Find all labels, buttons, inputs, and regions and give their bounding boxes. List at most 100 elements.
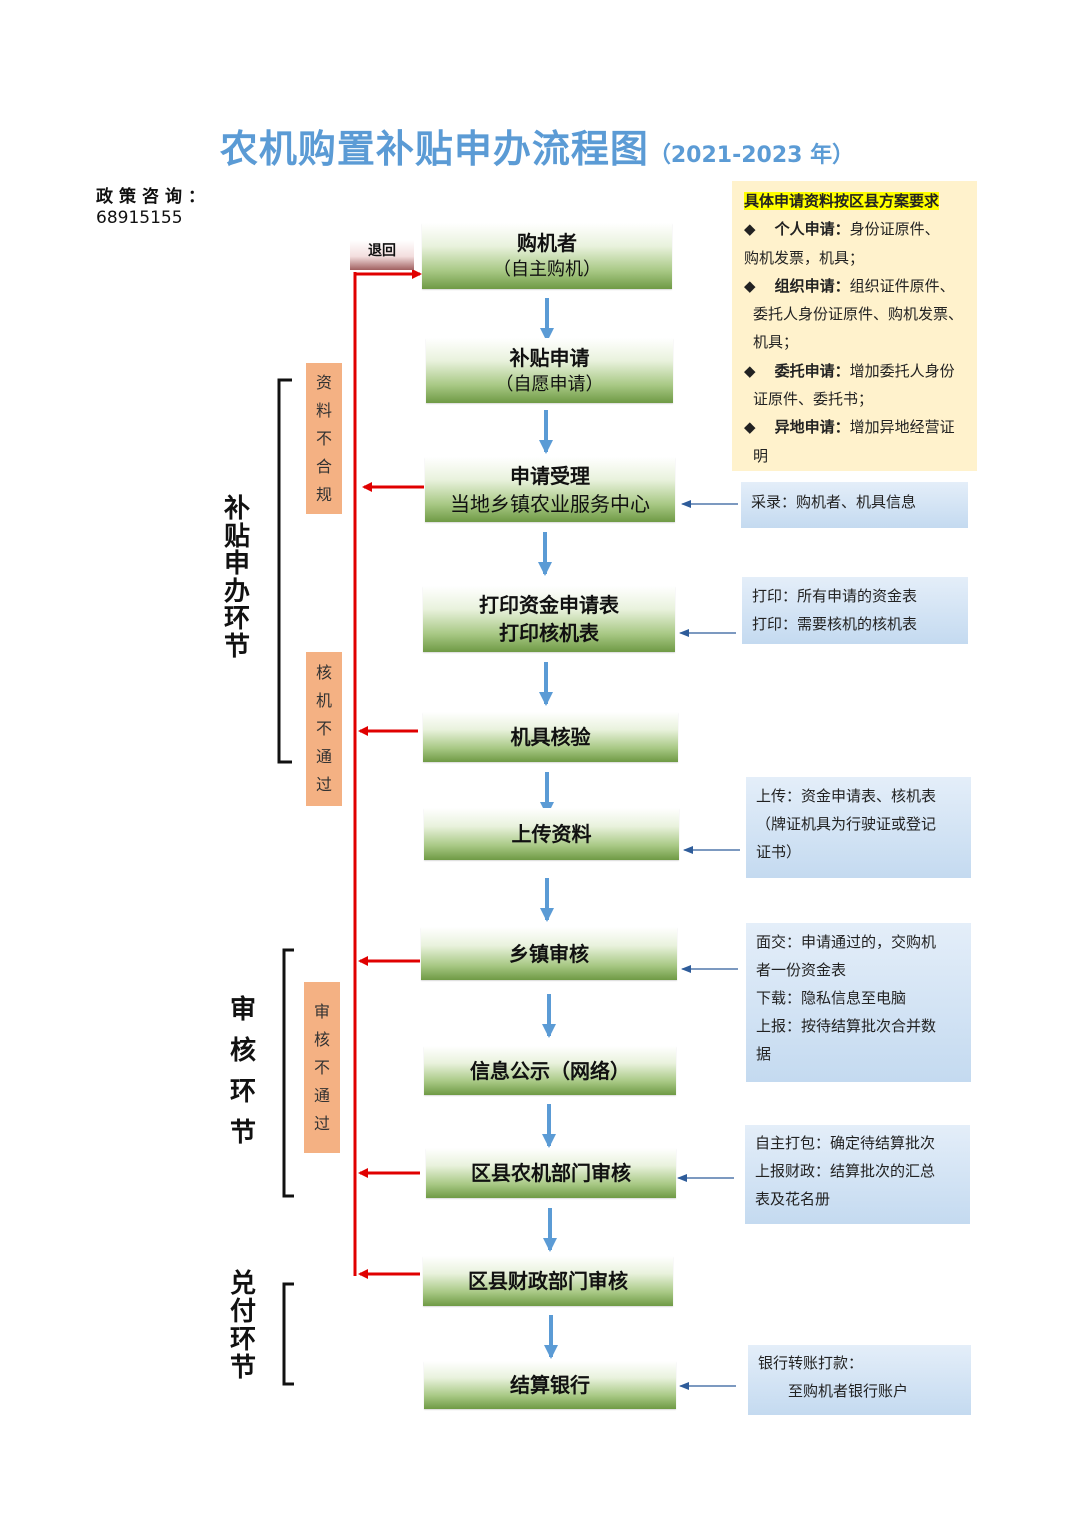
phase-char: 环 (229, 1325, 256, 1355)
reject-char: 料 (315, 400, 332, 420)
reject-char: 机 (315, 691, 332, 710)
step-label: 购机者 (517, 231, 577, 255)
step-label: 结算银行 (510, 1373, 590, 1397)
reject-char: 核 (315, 663, 332, 682)
step-label: 申请受理 (510, 463, 590, 488)
phase-char: 节 (229, 1118, 256, 1148)
bullet-icon: ◆ (744, 361, 756, 380)
title-years: （2021-2023 年） (648, 143, 855, 168)
note-line: 下载：隐私信息至电脑 (756, 989, 907, 1007)
reject-char: 通 (315, 747, 332, 766)
reject-materials-label: 资 料 不 合 规 (306, 363, 342, 514)
note-line: 银行转账打款： (758, 1354, 864, 1372)
return-label: 退回 (350, 240, 414, 270)
note-line: 上报：按待结算批次合并数 (756, 1017, 937, 1035)
req-label: 委托申请： (774, 361, 850, 380)
note-line: 表及花名册 (755, 1190, 831, 1208)
phase-char: 环 (223, 604, 250, 634)
req-label: 异地申请： (774, 418, 850, 437)
note-line: 自主打包：确定待结算批次 (755, 1134, 936, 1152)
step-town-review: 乡镇审核 (421, 927, 677, 980)
reject-char: 合 (315, 456, 332, 476)
step-sublabel: （自愿申请） (495, 373, 604, 395)
step-buyer: 购机者 （自主购机） (422, 223, 672, 289)
phase-char: 节 (229, 1353, 256, 1383)
phase-char: 兑 (229, 1269, 256, 1299)
step-public-notice: 信息公示（网络） (424, 1046, 676, 1095)
req-text: 增加异地经营证 (849, 418, 955, 437)
note-line: 面交：申请通过的，交购机 (756, 933, 937, 951)
step-upload: 上传资料 (424, 808, 679, 860)
note-line: 上报财政：结算批次的汇总 (755, 1162, 936, 1180)
step-settlement-bank: 结算银行 (424, 1361, 676, 1409)
requirements-box: 具体申请资料按区县方案要求 ◆ 个人申请：身份证原件、 购机发票，机具； ◆ 组… (732, 181, 977, 471)
step-subsidy-apply: 补贴申请 （自愿申请） (426, 338, 673, 403)
reject-char: 不 (315, 719, 332, 738)
req-text: 委托人身份证原件、购机发票、 (753, 305, 964, 324)
req-text: 证原件、委托书； (753, 390, 874, 409)
reject-char: 不 (313, 1057, 330, 1077)
bracket-pay (282, 1282, 294, 1386)
note-town: 面交：申请通过的，交购机 者一份资金表 下载：隐私信息至电脑 上报：按待结算批次… (746, 923, 971, 1082)
step-label: 上传资料 (511, 822, 592, 846)
bullet-icon: ◆ (744, 276, 756, 295)
note-county: 自主打包：确定待结算批次 上报财政：结算批次的汇总 表及花名册 (745, 1125, 970, 1224)
step-label: 打印资金申请表 (479, 593, 619, 617)
step-label: 区县农机部门审核 (471, 1161, 631, 1185)
phase-char: 付 (229, 1297, 256, 1327)
consult-label: 政策咨询： (96, 187, 211, 207)
step-label: 信息公示（网络） (470, 1058, 630, 1083)
note-print: 打印：所有申请的资金表 打印：需要核机的核机表 (742, 577, 968, 644)
note-line: 证书） (756, 843, 802, 861)
reject-char: 资 (315, 372, 332, 392)
requirements-heading: 具体申请资料按区县方案要求 (744, 192, 940, 210)
phase-apply-label: 补 贴 申 办 环 节 (217, 495, 257, 662)
req-label: 组织申请： (774, 276, 850, 295)
note-line: 采录：购机者、机具信息 (751, 493, 917, 511)
consult-phone: 68915155 (96, 208, 183, 228)
phase-char: 审 (229, 995, 256, 1025)
phase-review-label: 审 核 环 节 (223, 990, 263, 1154)
bracket-apply (277, 378, 292, 764)
phase-char: 核 (229, 1036, 256, 1066)
note-line: 据 (756, 1045, 772, 1063)
reject-review-label: 审 核 不 通 过 (304, 982, 340, 1153)
req-text: 明 (753, 446, 769, 465)
title-main: 农机购置补贴申办流程图 (219, 127, 649, 171)
reject-char: 核 (313, 1029, 330, 1049)
step-acceptance: 申请受理 当地乡镇农业服务中心 (425, 457, 675, 522)
phase-char: 节 (223, 631, 250, 662)
req-text: 组织证件原件、 (849, 276, 955, 295)
phase-char: 环 (229, 1077, 256, 1107)
step-print-forms: 打印资金申请表 打印核机表 (423, 586, 675, 652)
step-machine-inspection: 机具核验 (423, 712, 678, 762)
step-sublabel: 当地乡镇农业服务中心 (450, 491, 650, 516)
req-label: 个人申请： (774, 220, 850, 239)
reject-char: 过 (315, 775, 332, 794)
note-line: 打印：所有申请的资金表 (752, 587, 918, 605)
page-title: 农机购置补贴申办流程图（2021-2023 年） (0, 118, 1074, 173)
step-sublabel: （自主购机） (493, 259, 601, 280)
phase-pay-label: 兑 付 环 节 (223, 1270, 263, 1382)
note-upload: 上传：资金申请表、核机表 （牌证机具为行驶证或登记 证书） (746, 777, 971, 878)
req-text: 机具； (753, 333, 799, 352)
req-text: 身份证原件、 (849, 220, 940, 239)
reject-char: 过 (313, 1113, 330, 1133)
phase-char: 贴 (223, 521, 250, 552)
reject-inspection-label: 核 机 不 通 过 (306, 652, 342, 806)
reject-char: 通 (313, 1085, 330, 1105)
step-label: 区县财政部门审核 (468, 1269, 628, 1293)
note-line: 上传：资金申请表、核机表 (756, 787, 937, 805)
bracket-review (282, 948, 294, 1198)
req-text: 增加委托人身份 (849, 361, 955, 380)
req-text: 购机发票，机具； (744, 248, 865, 267)
reject-char: 不 (315, 428, 332, 448)
phase-char: 申 (223, 549, 250, 579)
note-collect: 采录：购机者、机具信息 (741, 482, 968, 528)
note-bank: 银行转账打款： 至购机者银行账户 (748, 1345, 971, 1415)
step-county-agri-review: 区县农机部门审核 (426, 1148, 676, 1198)
note-line: 至购机者银行账户 (758, 1382, 909, 1400)
reject-char: 规 (315, 484, 332, 504)
note-line: 者一份资金表 (756, 961, 847, 979)
